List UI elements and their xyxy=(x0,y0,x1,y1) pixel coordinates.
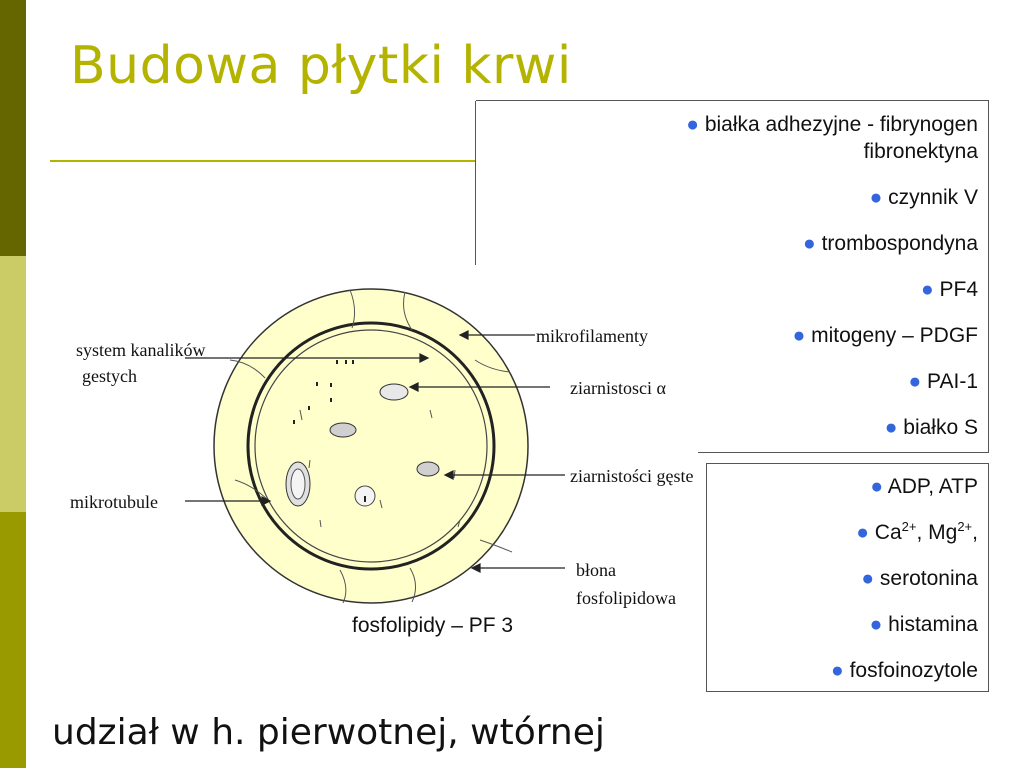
sidebar-band-light xyxy=(0,256,26,512)
list-item-text: serotonina xyxy=(879,567,978,590)
platelet-cell xyxy=(213,288,529,604)
inner-ring xyxy=(254,329,488,563)
dense-granule xyxy=(416,461,440,477)
bullet-icon: ● xyxy=(686,113,699,136)
alpha-granules-list: ● białka adhezyjne - fibrynogen fibronek… xyxy=(686,111,978,460)
bullet-icon: ● xyxy=(908,370,922,393)
alpha-granules-box: ● białka adhezyjne - fibrynogen fibronek… xyxy=(475,100,989,453)
arrowhead xyxy=(458,330,469,340)
alpha-granule xyxy=(379,383,409,401)
label-canal-system-2: gestych xyxy=(82,366,137,386)
list-item-text: mitogeny – PDGF xyxy=(811,324,978,347)
list-item-text: PF4 xyxy=(939,278,978,301)
arrowhead xyxy=(419,353,430,363)
list-item-text: PAI-1 xyxy=(927,370,978,393)
arrowhead xyxy=(470,563,481,573)
list-item: ● białka adhezyjne - fibrynogen fibronek… xyxy=(686,111,978,165)
bullet-icon: ● xyxy=(884,416,898,439)
dense-granules-box: ● ADP, ATP ● Ca2+, Mg2+, ● serotonina ● … xyxy=(706,463,989,692)
list-item-text: białka adhezyjne - fibrynogen xyxy=(704,113,978,136)
list-item: ● PAI-1 xyxy=(686,368,979,395)
bullet-icon: ● xyxy=(870,475,884,498)
label-membrane-2: fosfolipidowa xyxy=(576,588,676,608)
list-item-text: ADP, ATP xyxy=(887,475,978,498)
list-item-text: fibronektyna xyxy=(863,140,978,163)
diagram-caption: fosfolipidy – PF 3 xyxy=(352,614,514,637)
label-membrane: błona xyxy=(576,560,616,580)
list-item: ● Ca2+, Mg2+, xyxy=(831,519,978,546)
list-item-text: fosfoinozytole xyxy=(849,659,978,682)
list-item: ● PF4 xyxy=(686,276,978,303)
label-microtubules: mikrotubule xyxy=(70,492,158,512)
list-item-text: białko S xyxy=(903,416,978,439)
label-microfilaments: mikrofilamenty xyxy=(536,326,648,346)
list-item: ● histamina xyxy=(831,611,978,638)
list-item: ● mitogeny – PDGF xyxy=(686,322,978,349)
filament-marks xyxy=(299,409,461,528)
calcium-symbol: Ca xyxy=(874,521,902,544)
label-arrows xyxy=(185,330,565,573)
arrowhead xyxy=(261,496,272,506)
trailing-comma: , xyxy=(972,521,978,544)
mitochondrion-inner xyxy=(290,468,306,500)
bullet-icon: ● xyxy=(803,232,816,255)
separator: , xyxy=(916,521,929,544)
bullet-icon: ● xyxy=(861,567,875,590)
microtubule-ring xyxy=(246,321,496,571)
platelet-diagram: system kanalików gestych mikrofilamenty … xyxy=(70,288,693,608)
canal-lines xyxy=(229,289,513,604)
slide-title: Budowa płytki krwi xyxy=(70,36,572,96)
list-item: ● czynnik V xyxy=(686,184,978,211)
magnesium-symbol: Mg xyxy=(928,521,958,544)
dense-granules-list: ● ADP, ATP ● Ca2+, Mg2+, ● serotonina ● … xyxy=(831,473,978,703)
box-border-left xyxy=(475,101,476,265)
alpha-granule xyxy=(329,422,357,438)
bullet-icon: ● xyxy=(856,521,869,544)
bullet-icon: ● xyxy=(920,278,934,301)
granule-dots xyxy=(293,360,366,502)
list-item: ● białko S xyxy=(686,414,978,441)
bullet-icon: ● xyxy=(869,186,883,209)
magnesium-charge: 2+ xyxy=(957,519,973,534)
list-item: ● ADP, ATP xyxy=(831,473,978,500)
list-item: ● serotonina xyxy=(831,565,978,592)
list-item: ● trombospondyna xyxy=(686,230,978,257)
sidebar-band-mid xyxy=(0,512,26,768)
arrowhead xyxy=(408,382,419,392)
bullet-icon: ● xyxy=(869,613,883,636)
bullet-icon: ● xyxy=(831,659,844,682)
list-item-text: czynnik V xyxy=(888,186,978,209)
label-canal-system: system kanalików xyxy=(76,340,205,360)
calcium-charge: 2+ xyxy=(901,519,917,534)
list-item-text: histamina xyxy=(888,613,978,636)
sidebar-band-dark xyxy=(0,0,26,256)
label-dense-granules: ziarnistości gęste xyxy=(570,466,693,486)
list-item-text: trombospondyna xyxy=(821,232,978,255)
arrowhead xyxy=(443,470,454,480)
slide-footer: udział w h. pierwotnej, wtórnej xyxy=(52,712,605,753)
box-border-bottom xyxy=(698,452,989,453)
bullet-icon: ● xyxy=(792,324,806,347)
label-alpha-granules: ziarnistosci α xyxy=(570,378,666,398)
list-item: ● fosfoinozytole xyxy=(831,657,978,684)
